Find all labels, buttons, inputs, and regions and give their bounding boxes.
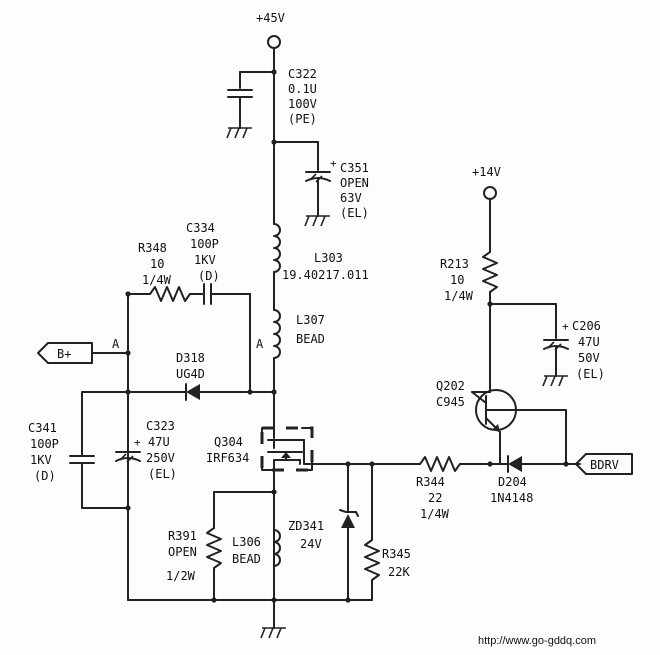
r348-ref: R348	[138, 241, 167, 255]
d204-ref: D204	[498, 475, 527, 489]
rail-14v-label: +14V	[472, 165, 501, 179]
l306-ref: L306	[232, 535, 261, 549]
transistor-q202: Q202 C945	[436, 379, 569, 467]
q304-ref: Q304	[214, 435, 243, 449]
rail-14v-terminal: +14V	[472, 165, 501, 253]
c323-type: (EL)	[148, 467, 177, 481]
resistor-r391: R391 OPEN 1/2W	[166, 489, 277, 601]
capacitor-c351: + C351 OPEN 63V (EL)	[271, 139, 369, 227]
diode-d318: D318 UG4D	[81, 351, 277, 401]
zd341-voltage: 24V	[300, 537, 322, 551]
c341-voltage: 1KV	[30, 453, 52, 467]
node-a-left: A	[112, 337, 120, 351]
bdrv-label: BDRV	[590, 458, 619, 472]
c334-voltage: 1KV	[194, 253, 216, 267]
l307-ref: L307	[296, 313, 325, 327]
c351-ref: C351	[340, 161, 369, 175]
zd341-ref: ZD341	[288, 519, 324, 533]
snubber-r348-c334: R348 10 1/4W C334 100P 1KV (D)	[125, 221, 251, 601]
l307-type: BEAD	[296, 332, 325, 346]
rail-45v-label: +45V	[256, 11, 285, 25]
r348-value: 10	[150, 257, 164, 271]
r344-power: 1/4W	[420, 507, 450, 521]
l306-type: BEAD	[232, 552, 261, 566]
capacitor-c323: + C323 47U 250V (EL)	[115, 419, 177, 481]
c341-ref: C341	[28, 421, 57, 435]
ground-icon	[226, 127, 252, 139]
inductor-l303: L303 19.40217.011	[273, 223, 369, 311]
d318-part: UG4D	[176, 367, 205, 381]
c341-value: 100P	[30, 437, 59, 451]
r391-power: 1/2W	[166, 569, 196, 583]
c322-type: (PE)	[288, 112, 317, 126]
c206-voltage: 50V	[578, 351, 600, 365]
l303-part: 19.40217.011	[282, 268, 369, 282]
r345-ref: R345	[382, 547, 411, 561]
bplus-label: B+	[57, 347, 71, 361]
c341-type: (D)	[34, 469, 56, 483]
r213-power: 1/4W	[444, 289, 474, 303]
c206-type: (EL)	[576, 367, 605, 381]
resistor-r213: R213 10 1/4W	[440, 251, 498, 393]
d204-part: 1N4148	[490, 491, 533, 505]
capacitor-c206: + C206 47U 50V (EL)	[489, 303, 605, 387]
ground-bus	[127, 597, 373, 639]
diode-d204: D204 1N4148	[489, 455, 581, 505]
c351-value: OPEN	[340, 176, 369, 190]
r213-value: 10	[450, 273, 464, 287]
c206-value: 47U	[578, 335, 600, 349]
rail-45v-terminal: +45V	[256, 11, 285, 225]
svg-text:+: +	[562, 320, 569, 333]
r344-value: 22	[428, 491, 442, 505]
zener-zd341: ZD341 24V	[288, 461, 359, 601]
l303-ref: L303	[314, 251, 343, 265]
bdrv-port: BDRV	[575, 453, 633, 475]
node-a-right: A	[256, 337, 264, 351]
r391-ref: R391	[168, 529, 197, 543]
c334-type: (D)	[198, 269, 220, 283]
capacitor-c322: C322 0.1U 100V (PE)	[226, 67, 317, 139]
c322-value: 0.1U	[288, 82, 317, 96]
c323-ref: C323	[146, 419, 175, 433]
inductor-l307: L307 BEAD A	[256, 309, 325, 429]
c334-ref: C334	[186, 221, 215, 235]
c351-type: (EL)	[340, 206, 369, 220]
c206-ref: C206	[572, 319, 601, 333]
c322-voltage: 100V	[288, 97, 317, 111]
r348-power: 1/4W	[142, 273, 172, 287]
q304-part: IRF634	[206, 451, 249, 465]
r344-ref: R344	[416, 475, 445, 489]
d318-ref: D318	[176, 351, 205, 365]
c322-ref: C322	[288, 67, 317, 81]
mosfet-q304: Q304 IRF634	[206, 426, 349, 601]
capacitor-c341: C341 100P 1KV (D)	[28, 391, 131, 511]
q202-part: C945	[436, 395, 465, 409]
r213-ref: R213	[440, 257, 469, 271]
r345-value: 22K	[388, 565, 410, 579]
c334-value: 100P	[190, 237, 219, 251]
r391-value: OPEN	[168, 545, 197, 559]
svg-text:+: +	[134, 436, 141, 449]
q202-ref: Q202	[436, 379, 465, 393]
c323-value: 47U	[148, 435, 170, 449]
svg-text:+: +	[330, 157, 337, 170]
bplus-port: B+ A	[37, 337, 131, 364]
resistor-r344: R344 22 1/4W	[416, 456, 507, 521]
c351-voltage: 63V	[340, 191, 362, 205]
ground-icon	[260, 627, 286, 639]
watermark-url: http://www.go-gddq.com	[478, 635, 596, 647]
inductor-l306: L306 BEAD	[232, 529, 281, 567]
c323-voltage: 250V	[146, 451, 175, 465]
resistor-r345: R345 22K	[347, 461, 421, 601]
